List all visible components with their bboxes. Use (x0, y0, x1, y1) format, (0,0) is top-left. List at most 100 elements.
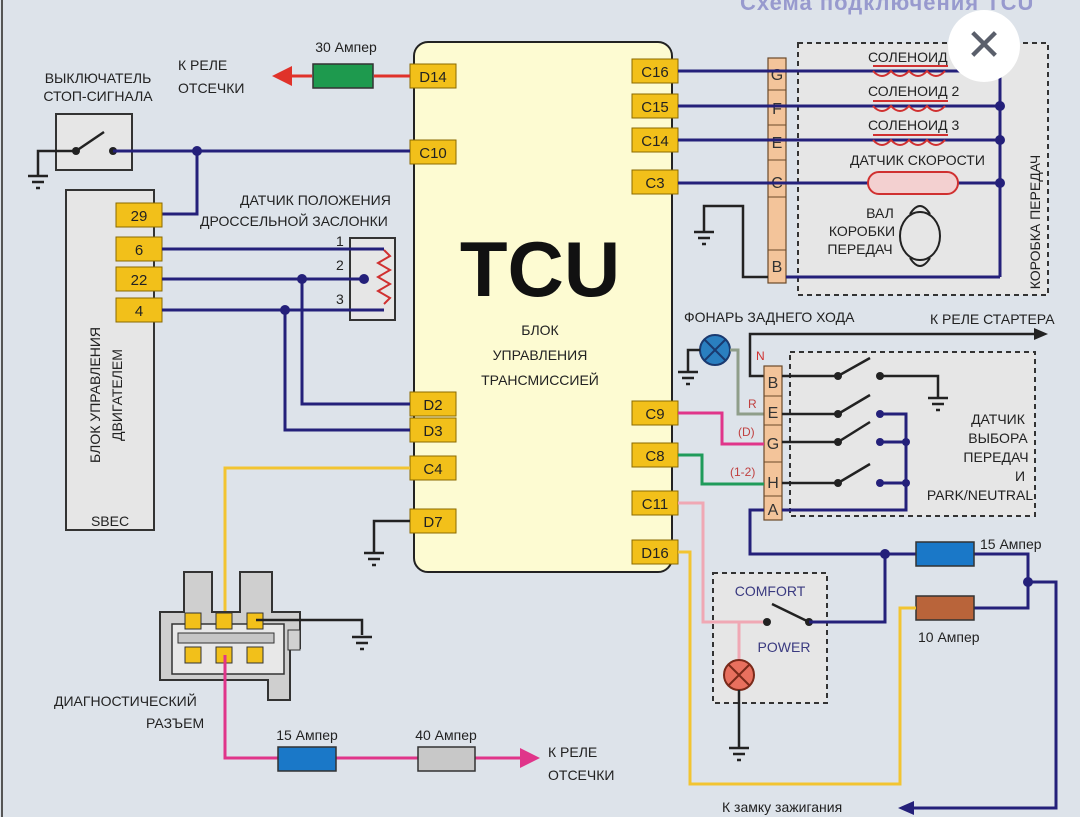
svg-text:C3: C3 (645, 175, 664, 192)
ground-icon (678, 370, 698, 386)
tcu-pin-c10: C10 (409, 139, 457, 165)
fuse-10a (915, 595, 975, 621)
wire-brake-29 (160, 151, 199, 216)
relay-cutoff-top-line2: ОТСЕЧКИ (178, 80, 244, 96)
speed-sensor-icon (867, 171, 959, 195)
close-button[interactable]: ✕ (948, 10, 1020, 82)
svg-text:C10: C10 (419, 145, 447, 162)
ground-icon (28, 174, 48, 190)
comfort-switch-lever (771, 602, 810, 624)
arrow-starter-relay (1034, 328, 1048, 340)
tcu-pin-d7: D7 (409, 508, 457, 534)
svg-text:D16: D16 (641, 545, 669, 562)
wire-c4-diag (223, 466, 410, 620)
sbec-pin-22: 22 (115, 266, 163, 292)
brake-switch-lever (75, 130, 105, 153)
svg-text:G: G (767, 436, 779, 453)
svg-text:6: 6 (135, 242, 143, 259)
svg-text:22: 22 (131, 272, 148, 289)
relay-cutoff-bottom-line2: ОТСЕЧКИ (548, 767, 614, 783)
wire-gearbox-ground (702, 204, 768, 279)
tcu-subtitle-1: БЛОК (521, 322, 559, 338)
fuse-30a-label: 30 Ампер (315, 39, 377, 55)
fuse-15a-bottom-label: 15 Ампер (276, 727, 338, 743)
shaft-icon (899, 205, 941, 267)
fuse-15a-right-label: 15 Ампер (980, 536, 1042, 552)
junction-dot (297, 274, 307, 284)
throttle-label-2: ДРОССЕЛЬНОЙ ЗАСЛОНКИ (200, 212, 388, 229)
throttle-pin-2: 2 (336, 257, 344, 273)
svg-text:E: E (772, 135, 783, 152)
wire-diag-relay (223, 655, 522, 760)
fuse-15a-right (915, 541, 975, 567)
starter-relay-label: К РЕЛЕ СТАРТЕРА (930, 311, 1055, 327)
wire-diag-ground (256, 618, 364, 635)
arrow-relay-cutoff-top (272, 66, 292, 86)
reverse-lamp-label: ФОНАРЬ ЗАДНЕГО ХОДА (684, 309, 855, 325)
tcu-pin-d16: D16 (631, 539, 679, 565)
gearbox-box (797, 42, 1049, 296)
sbec-name: SBEC (91, 513, 129, 529)
wire-lamp-e (730, 348, 768, 416)
tcu-subtitle-2: УПРАВЛЕНИЯ (493, 347, 588, 363)
power-lamp-icon (723, 659, 755, 691)
tcu-subtitle-3: ТРАНСМИССИЕЙ (481, 371, 599, 388)
svg-text:C8: C8 (645, 448, 664, 465)
brake-switch-ground-wire (36, 149, 76, 176)
shaft-label-2: КОРОБКИ (829, 223, 895, 239)
selector-label-1: ДАТЧИК (971, 411, 1026, 427)
selector-label-5: PARK/NEUTRAL (927, 487, 1034, 503)
junction-dot (280, 305, 290, 315)
ground-icon (364, 551, 384, 567)
throttle-pin-3: 3 (336, 291, 344, 307)
svg-text:C4: C4 (423, 461, 442, 478)
mark-1-2: (1-2) (730, 465, 755, 479)
sbec-label-1: БЛОК УПРАВЛЕНИЯ (87, 327, 103, 463)
solenoid-3-label: СОЛЕНОИД 3 (868, 117, 959, 133)
relay-cutoff-top-line1: К РЕЛЕ (178, 57, 227, 73)
svg-text:C11: C11 (642, 496, 668, 513)
diagnostic-connector (159, 571, 301, 701)
svg-text:A: A (768, 502, 779, 519)
gearbox-connector: G F E C B (767, 57, 787, 284)
comfort-label: COMFORT (735, 583, 806, 599)
junction-dot (1023, 577, 1033, 587)
power-label: POWER (758, 639, 811, 655)
selector-connector: B E G H A (763, 365, 783, 521)
tcu-pin-d14: D14 (409, 63, 457, 89)
svg-text:D14: D14 (419, 69, 447, 86)
tcu-pin-c16: C16 (631, 58, 679, 84)
arrow-ignition (898, 801, 914, 815)
gearbox-label: КОРОБКА ПЕРЕДАЧ (1027, 155, 1043, 290)
diag-label-2: РАЗЪЕМ (146, 715, 204, 731)
wires-selector-common (782, 412, 908, 512)
solenoid-2-label: СОЛЕНОИД 2 (868, 83, 959, 99)
svg-text:D7: D7 (423, 514, 442, 531)
svg-text:C15: C15 (641, 99, 669, 116)
mark-d: (D) (738, 425, 755, 439)
header-partial-text: Схема подключения TCU (740, 0, 1035, 15)
wire-a-fuses-ignition (748, 508, 1058, 810)
tcu-pin-c4: C4 (409, 455, 457, 481)
junction-dot (192, 146, 202, 156)
svg-text:C14: C14 (641, 133, 669, 150)
tcu-pin-c15: C15 (631, 93, 679, 119)
fuse-30a (312, 63, 374, 89)
ground-icon (694, 230, 714, 246)
tcu-pin-c8: C8 (631, 442, 679, 468)
svg-text:29: 29 (131, 208, 148, 225)
shaft-label-3: ПЕРЕДАЧ (827, 241, 892, 257)
tcu-pin-d2: D2 (409, 391, 457, 417)
reverse-lamp-icon (699, 334, 731, 366)
sbec-label-2: ДВИГАТЕЛЕМ (109, 349, 125, 441)
selector-label-4: И (1015, 468, 1025, 484)
wires-gearbox (678, 69, 1002, 279)
tcu-pin-d3: D3 (409, 417, 457, 443)
svg-text:B: B (768, 375, 779, 392)
tcu-pin-c11: C11 (631, 490, 679, 516)
brake-switch-label-2: СТОП-СИГНАЛА (43, 88, 153, 104)
ground-icon (352, 635, 372, 651)
potentiometer-icon (376, 249, 392, 305)
svg-text:4: 4 (135, 303, 143, 320)
